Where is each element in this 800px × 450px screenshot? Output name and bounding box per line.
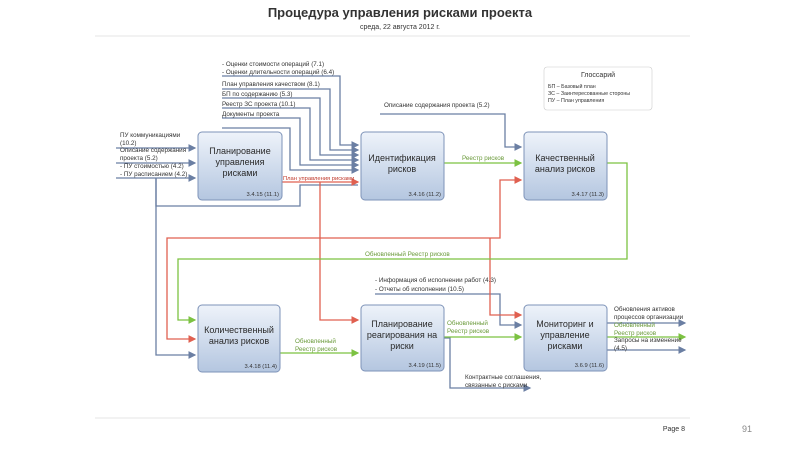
label-risk-plan: План управления рисками: [283, 176, 354, 182]
box-code: 3.4.16 (11.2): [409, 192, 442, 198]
glossary-item: БП – Базовый план: [548, 83, 596, 90]
label-work-info: - Информация об исполнении работ (4.3): [375, 276, 496, 284]
label-cost-plan: - ПУ стоимостью (4.2): [120, 163, 184, 170]
label-comm-plan: (10.2): [120, 140, 136, 147]
label-updated-register: Обновленный: [447, 319, 488, 327]
label-updated-register: Обновленный: [614, 321, 655, 329]
label-schedule-plan: - ПУ расписанием (4.2): [120, 171, 187, 178]
label-updated-register: Обновленный: [295, 337, 336, 345]
label-contracts: Контрактные соглашения,: [465, 374, 542, 381]
label-stakeholder-register: Реестр ЗС проекта (10.1): [222, 101, 296, 108]
label-comm-plan: ПУ коммуникациями: [120, 132, 181, 139]
risk-plan-arrows: [166, 176, 523, 343]
label-cost-estimates: - Оценки стоимости операций (7.1): [222, 60, 324, 68]
label-updated-register: Реестр рисков: [614, 330, 657, 337]
page-title: Процедура управления рисками проекта: [268, 5, 533, 20]
glossary-item: ПУ – План управления: [548, 98, 604, 104]
label-change-requests: Запросы на изменение: [614, 337, 682, 344]
label-scope-baseline: БП по содержанию (5.3): [222, 91, 292, 98]
risk-register-arrows: [177, 159, 687, 357]
label-contracts: связанные с рисками: [465, 382, 528, 389]
label-scope-desc: Описание содержания: [120, 147, 186, 154]
label-scope-desc-2: Описание содержания проекта (5.2): [384, 102, 490, 109]
label-risk-register: Реестр рисков: [462, 155, 505, 162]
box-code: 3.4.15 (11.1): [247, 192, 280, 198]
box-code: 3.6.9 (11.6): [575, 363, 604, 369]
label-project-docs: Документы проекта: [222, 111, 280, 118]
box-code: 3.4.18 (11.4): [245, 364, 278, 370]
page-label: Page 8: [663, 426, 685, 433]
input-arrows: [116, 75, 687, 392]
page-date: среда, 22 августа 2012 г.: [360, 24, 440, 31]
box-code: 3.4.19 (11.5): [409, 363, 442, 369]
label-updated-register: Реестр рисков: [295, 346, 338, 353]
glossary: Глоссарий БП – Базовый план ЗС – Заинтер…: [543, 66, 653, 111]
label-quality-plan: План управления качеством (8.1): [222, 81, 320, 88]
label-scope-desc: проекта (5.2): [120, 155, 158, 162]
glossary-item: ЗС – Заинтересованные стороны: [548, 91, 630, 97]
glossary-title: Глоссарий: [581, 71, 615, 79]
label-opa-updates: Обновления активов: [614, 305, 676, 313]
label-duration-estimates: - Оценки длительности операций (6.4): [222, 68, 334, 76]
label-opa-updates: процессов организации: [614, 314, 684, 321]
label-change-requests: (4.5): [614, 345, 627, 352]
box-code: 3.4.17 (11.3): [572, 192, 605, 198]
label-updated-register: Обновленный Реестр рисков: [365, 250, 450, 258]
label-perf-reports: - Отчеты об исполнении (10.5): [375, 285, 464, 293]
label-updated-register: Реестр рисков: [447, 328, 490, 335]
slide-number: 91: [742, 424, 752, 434]
